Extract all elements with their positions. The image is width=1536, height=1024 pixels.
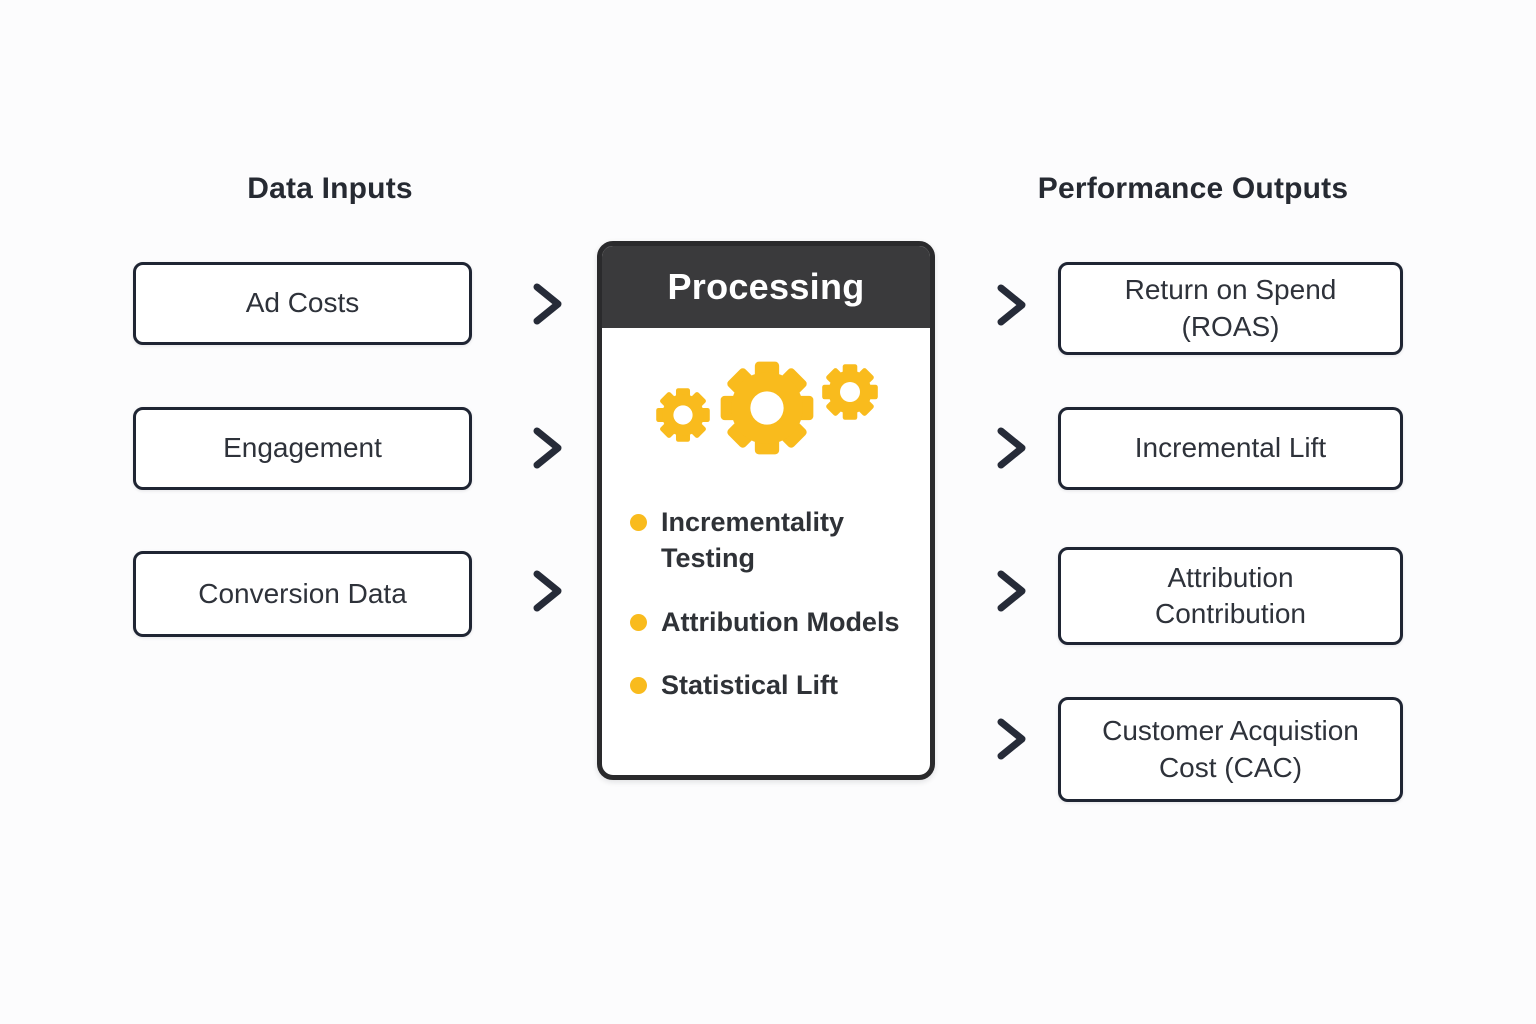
list-item: Incrementality Testing xyxy=(630,504,906,577)
bullet-dot-icon xyxy=(630,613,647,631)
output-box-cac: Customer Acquistion Cost (CAC) xyxy=(1058,697,1403,802)
output-label: Attribution Contribution xyxy=(1155,561,1306,629)
list-item-label: Statistical Lift xyxy=(661,670,839,701)
output-label: Return on Spend (ROAS) xyxy=(1124,274,1337,342)
gears-icon xyxy=(656,361,878,455)
processing-title: Processing xyxy=(602,246,930,328)
processing-card: Processing xyxy=(597,241,935,780)
arrow-right-icon xyxy=(495,427,562,469)
output-label: Customer Acquistion Cost (CAC) xyxy=(1102,715,1359,783)
input-box-conversion-data: Conversion Data xyxy=(133,551,472,637)
arrow-right-icon xyxy=(959,284,1026,326)
output-box-attribution-contribution: Attribution Contribution xyxy=(1058,547,1403,645)
arrow-right-icon xyxy=(495,283,562,325)
arrow-right-icon xyxy=(959,427,1026,469)
bullet-dot-icon xyxy=(630,677,647,695)
input-box-ad-costs: Ad Costs xyxy=(133,262,472,345)
processing-list: Incrementality Testing Attribution Model… xyxy=(602,504,930,704)
input-label: Engagement xyxy=(223,432,382,464)
arrow-right-icon xyxy=(959,570,1026,612)
arrow-right-icon xyxy=(495,570,562,612)
list-item-label: Attribution Models xyxy=(661,606,900,637)
arrow-right-icon xyxy=(959,718,1026,760)
outputs-heading: Performance Outputs xyxy=(1037,172,1349,205)
input-box-engagement: Engagement xyxy=(133,407,472,490)
output-box-roas: Return on Spend (ROAS) xyxy=(1058,262,1403,355)
input-label: Conversion Data xyxy=(198,577,407,609)
input-label: Ad Costs xyxy=(245,287,360,319)
bullet-dot-icon xyxy=(630,514,647,531)
list-item-label: Incrementality Testing xyxy=(661,507,845,574)
list-item: Statistical Lift xyxy=(630,667,906,703)
processing-body: Incrementality Testing Attribution Model… xyxy=(602,328,930,704)
inputs-heading: Data Inputs xyxy=(247,172,413,205)
list-item: Attribution Models xyxy=(630,604,906,640)
output-label: Incremental Lift xyxy=(1134,432,1327,464)
output-box-incremental-lift: Incremental Lift xyxy=(1058,407,1403,490)
